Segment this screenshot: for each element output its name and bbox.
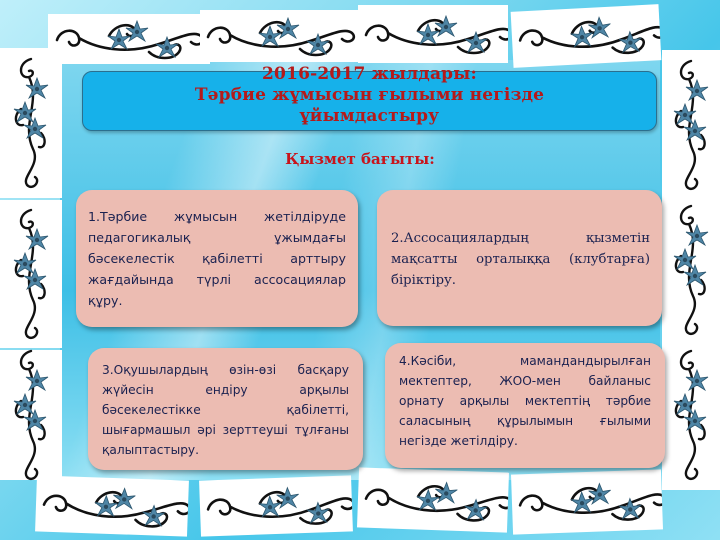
section-subtitle: Қызмет бағыты: bbox=[285, 150, 435, 168]
direction-card-3: 3.Оқушылардың өзін-өзі басқару жүйесін е… bbox=[88, 348, 363, 470]
card-text: 2.Ассосациялардың қызметін мақсатты орта… bbox=[391, 231, 650, 288]
card-text: 3.Оқушылардың өзін-өзі басқару жүйесін е… bbox=[102, 363, 349, 457]
direction-card-2: 2.Ассосациялардың қызметін мақсатты орта… bbox=[377, 190, 662, 326]
title-line-2: Тәрбие жұмысын ғылыми негізде bbox=[194, 85, 545, 105]
floral-ornament-icon bbox=[662, 340, 720, 490]
floral-ornament-icon bbox=[199, 475, 353, 537]
direction-card-1: 1.Тәрбие жұмысын жетілдіруде педагогикал… bbox=[76, 190, 358, 327]
floral-ornament-icon bbox=[0, 350, 62, 480]
title-banner bbox=[82, 71, 657, 131]
floral-ornament-icon bbox=[356, 467, 510, 533]
floral-ornament-icon bbox=[358, 5, 508, 63]
floral-ornament-icon bbox=[48, 14, 210, 64]
floral-ornament-icon bbox=[662, 50, 720, 200]
floral-ornament-icon bbox=[0, 48, 62, 198]
title-line-1: 2016-2017 жылдары: bbox=[262, 64, 477, 84]
floral-ornament-icon bbox=[35, 475, 189, 537]
card-text: 1.Тәрбие жұмысын жетілдіруде педагогикал… bbox=[88, 209, 346, 308]
title-line-3: ұйымдастыру bbox=[299, 106, 440, 126]
floral-ornament-icon bbox=[510, 469, 664, 535]
card-text: 4.Кәсіби, мамандандырылған мектептер, ЖО… bbox=[399, 354, 651, 448]
direction-card-4: 4.Кәсіби, мамандандырылған мектептер, ЖО… bbox=[385, 343, 665, 468]
floral-ornament-icon bbox=[662, 200, 720, 340]
floral-ornament-icon bbox=[200, 10, 360, 62]
floral-ornament-icon bbox=[0, 200, 62, 348]
floral-ornament-icon bbox=[510, 4, 662, 68]
slide-title: 2016-2017 жылдары: Тәрбие жұмысын ғылыми… bbox=[82, 64, 657, 127]
